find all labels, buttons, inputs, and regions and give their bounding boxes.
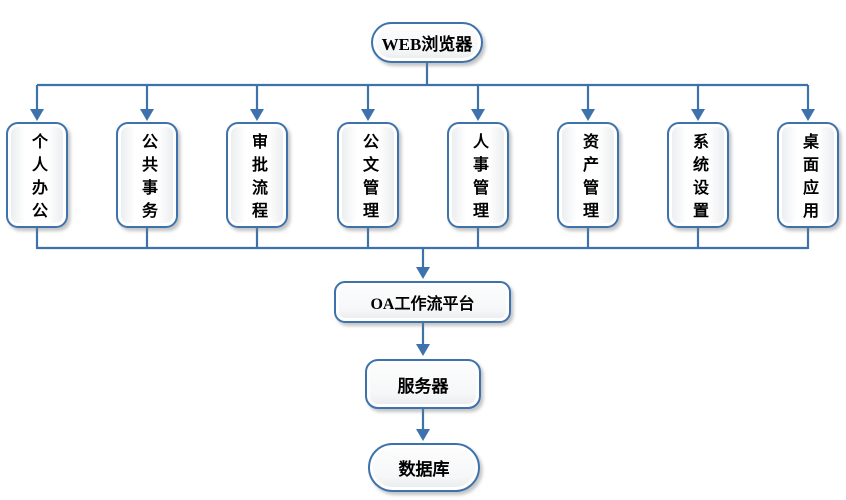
node-module-approval-process-label: 审批流程 (249, 132, 266, 225)
arrowhead-module-6 (581, 109, 595, 121)
arrowheads (30, 109, 815, 441)
node-web-browser-label: WEB浏览器 (381, 35, 473, 54)
arrowhead-module-7 (691, 109, 705, 121)
node-module-approval-process: 审批流程 (226, 122, 288, 228)
arrowhead-module-1 (30, 109, 44, 121)
node-module-personal-office-label: 个人办公 (29, 132, 46, 225)
arrowhead-database (416, 429, 430, 441)
node-database: 数据库 (368, 443, 480, 492)
node-module-public-affairs: 公共事务 (116, 122, 178, 228)
arrowhead-server (416, 344, 430, 356)
node-module-desktop-application: 桌面应用 (777, 122, 839, 228)
arrowhead-module-2 (140, 109, 154, 121)
node-module-personnel-management: 人事管理 (447, 122, 509, 228)
node-module-asset-management-label: 资产管理 (580, 132, 597, 225)
node-server-label: 服务器 (397, 376, 449, 396)
node-module-document-management-label: 公文管理 (360, 132, 377, 225)
arrowhead-module-3 (250, 109, 264, 121)
node-module-system-settings-label: 系统设置 (690, 132, 707, 225)
node-database-label: 数据库 (398, 460, 450, 479)
node-module-document-management: 公文管理 (337, 122, 399, 228)
node-module-asset-management: 资产管理 (557, 122, 619, 228)
node-oa-workflow-platform-label: OA工作流平台 (370, 296, 475, 313)
arrowhead-module-5 (471, 109, 485, 121)
node-web-browser: WEB浏览器 (371, 22, 483, 63)
node-module-system-settings: 系统设置 (667, 122, 729, 228)
node-module-public-affairs-label: 公共事务 (139, 132, 156, 225)
connector-lines (35, 62, 810, 430)
arrowhead-module-4 (361, 109, 375, 121)
arrowhead-module-8 (801, 109, 815, 121)
node-oa-workflow-platform: OA工作流平台 (334, 281, 511, 323)
arrowhead-platform (416, 267, 430, 279)
node-module-personal-office: 个人办公 (6, 122, 68, 228)
node-module-desktop-application-label: 桌面应用 (800, 132, 817, 225)
node-module-personnel-management-label: 人事管理 (470, 132, 487, 225)
node-server: 服务器 (365, 359, 481, 409)
